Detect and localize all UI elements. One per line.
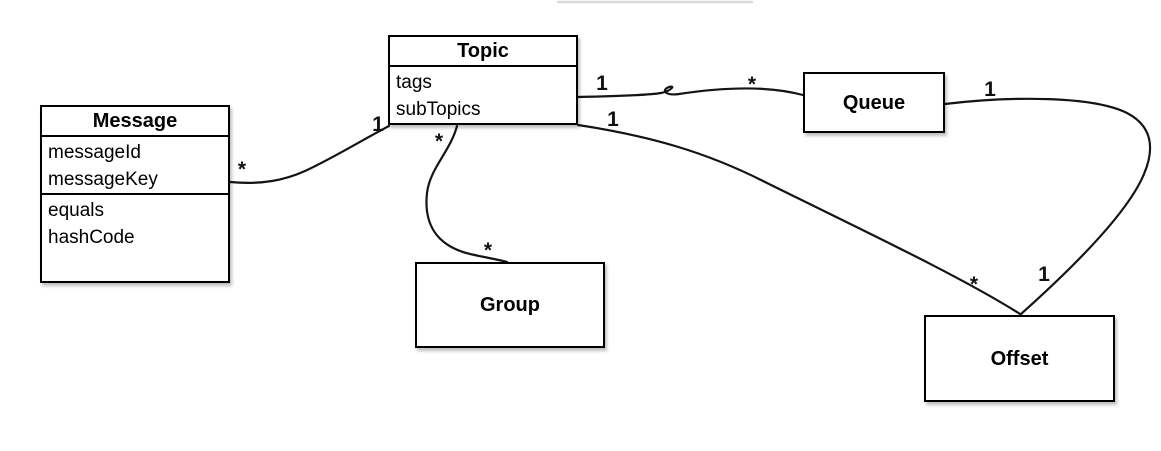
- multiplicity-label-topic-offset-1: *: [969, 273, 979, 296]
- multiplicity-label-message-topic-0: *: [237, 158, 247, 181]
- class-name-topic: Topic: [457, 40, 509, 62]
- class-box-group: Group: [415, 262, 605, 348]
- class-box-offset: Offset: [924, 315, 1115, 402]
- multiplicity-label-topic-group-1: *: [483, 239, 493, 262]
- attribute-item: subTopics: [396, 99, 481, 120]
- class-name-offset: Offset: [990, 347, 1049, 370]
- multiplicity-label-topic-offset-0: 1: [607, 108, 619, 131]
- multiplicity-label-topic-queue-0: 1: [596, 72, 608, 95]
- association-line-topic-group: [425, 124, 509, 264]
- operation-item: hashCode: [48, 227, 135, 248]
- class-box-message: Message messageId messageKey equals hashCode: [40, 105, 230, 283]
- class-name-message: Message: [92, 110, 178, 132]
- multiplicity-label-topic-queue-1: *: [747, 73, 757, 96]
- multiplicity-label-message-topic-1: 1: [372, 113, 384, 136]
- multiplicity-label-topic-group-0: *: [434, 130, 444, 153]
- class-box-topic: Topic tags subTopics: [388, 35, 578, 125]
- association-line-topic-offset: [576, 123, 1022, 316]
- attributes-compartment: tags subTopics: [390, 65, 576, 123]
- class-name-group: Group: [480, 294, 540, 316]
- multiplicity-label-queue-offset-0: 1: [984, 78, 996, 101]
- attributes-compartment: messageId messageKey: [42, 135, 228, 193]
- attribute-item: tags: [396, 72, 432, 93]
- association-line-message-topic: [228, 124, 391, 184]
- attribute-item: messageId: [48, 142, 141, 163]
- operations-compartment: equals hashCode: [42, 193, 228, 281]
- association-line-queue-offset: [943, 97, 1152, 316]
- operation-item: equals: [48, 200, 104, 221]
- class-box-queue: Queue: [803, 72, 945, 133]
- multiplicity-label-queue-offset-1: 1: [1038, 263, 1050, 286]
- class-name-queue: Queue: [842, 91, 906, 114]
- attribute-item: messageKey: [48, 169, 158, 190]
- association-line-topic-queue: [576, 85, 805, 99]
